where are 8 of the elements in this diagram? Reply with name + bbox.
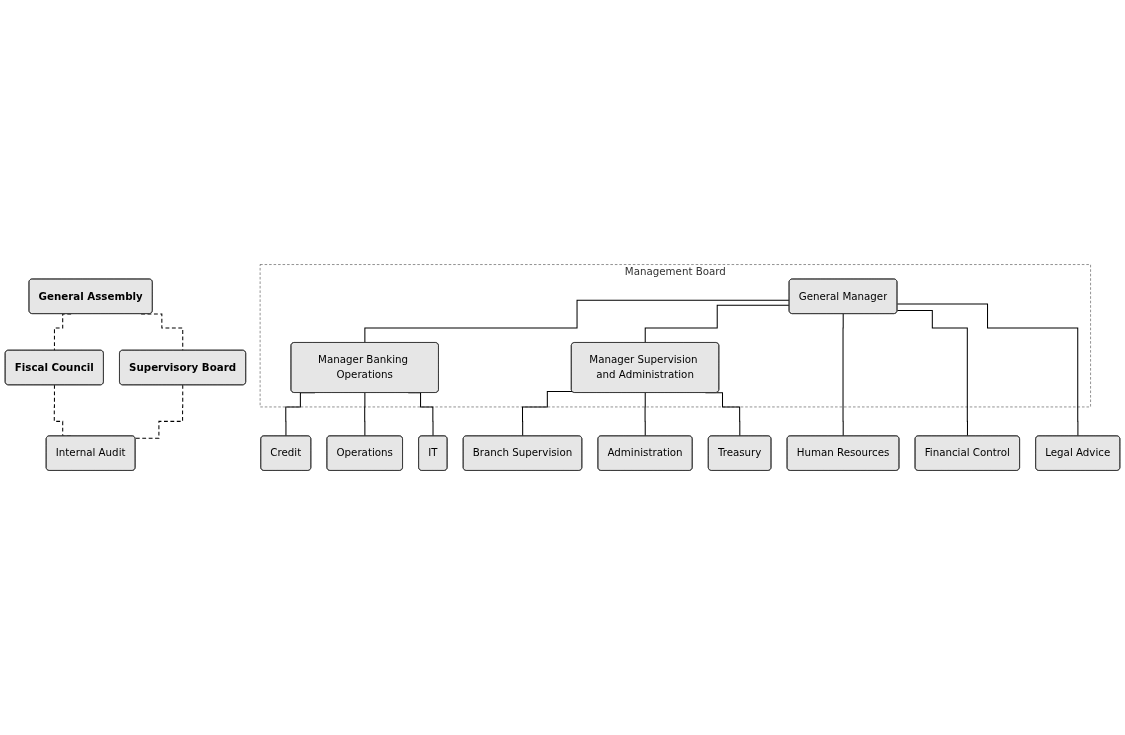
connector xyxy=(364,392,366,437)
connector xyxy=(896,309,969,437)
connector xyxy=(896,303,1079,437)
connector xyxy=(842,313,844,437)
connector xyxy=(522,390,573,437)
connector xyxy=(364,299,790,344)
connector xyxy=(644,304,790,344)
connector xyxy=(644,392,646,437)
